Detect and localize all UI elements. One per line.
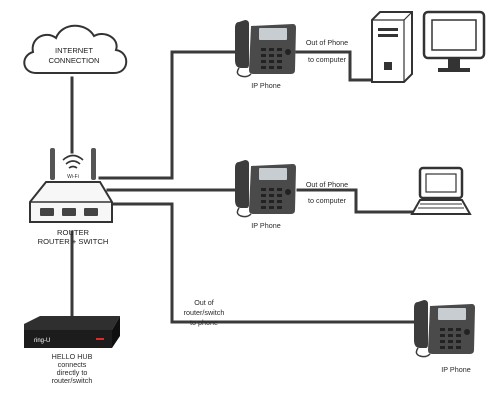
laptop-icon — [410, 166, 472, 215]
router: Wi-Fi ROUTER ROUTER + SWITCH — [29, 148, 113, 246]
hub-body — [24, 330, 112, 348]
phone3-link-line2: router/switch — [184, 308, 225, 317]
internet-cloud: INTERNET CONNECTION — [23, 24, 128, 74]
wifi-icon — [62, 154, 84, 169]
phone2-link-line2: to computer — [308, 196, 347, 205]
cloud-label-line1: INTERNET — [55, 46, 93, 55]
phone3-link-line3: to phone — [190, 318, 218, 327]
desktop-computer — [371, 10, 486, 83]
router-antenna-left — [50, 148, 55, 180]
ip-phone-1: IP Phone Out of Phone to computer — [234, 19, 348, 90]
phone-icon — [234, 159, 297, 218]
hub-label-line2: connects — [58, 360, 87, 369]
hello-hub: ring-U HELLO HUB connects directly to ro… — [24, 316, 120, 385]
router-label-line2: ROUTER + SWITCH — [38, 237, 109, 246]
phone1-label: IP Phone — [251, 81, 280, 90]
router-ports — [40, 208, 98, 216]
phone2-label: IP Phone — [251, 221, 280, 230]
phone-icon — [234, 19, 297, 78]
hub-label-line3: directly to — [57, 368, 88, 377]
hub-label-line1: HELLO HUB — [52, 352, 93, 361]
phone2-link-line1: Out of Phone — [306, 180, 348, 189]
phone3-link-line1: Out of — [194, 298, 214, 307]
phone3-label: IP Phone — [441, 365, 470, 374]
ip-phone-2: IP Phone Out of Phone to computer — [234, 159, 348, 230]
router-label-line1: ROUTER — [57, 228, 90, 237]
router-antenna-right — [91, 148, 96, 180]
hub-accent-light — [96, 338, 104, 340]
ip-phone-3: IP Phone Out of router/switch to phone — [184, 298, 476, 374]
connection-lines — [70, 50, 417, 324]
phone-icon — [413, 299, 476, 358]
phone1-link-line2: to computer — [308, 55, 347, 64]
monitor-icon — [422, 10, 486, 72]
wire-router-phone1 — [98, 50, 238, 180]
tower-icon — [371, 11, 413, 83]
cloud-icon — [23, 24, 128, 74]
wire-phone1-computer — [295, 50, 374, 82]
wifi-label: Wi-Fi — [67, 174, 79, 180]
cloud-label-line2: CONNECTION — [48, 56, 99, 65]
wire-router-phone3 — [106, 202, 417, 324]
hub-label-line4: router/switch — [52, 376, 93, 385]
hub-top — [24, 316, 120, 330]
wire-phone2-laptop — [296, 188, 414, 214]
hub-brand: ring-U — [34, 338, 50, 344]
phone1-link-line1: Out of Phone — [306, 38, 348, 47]
